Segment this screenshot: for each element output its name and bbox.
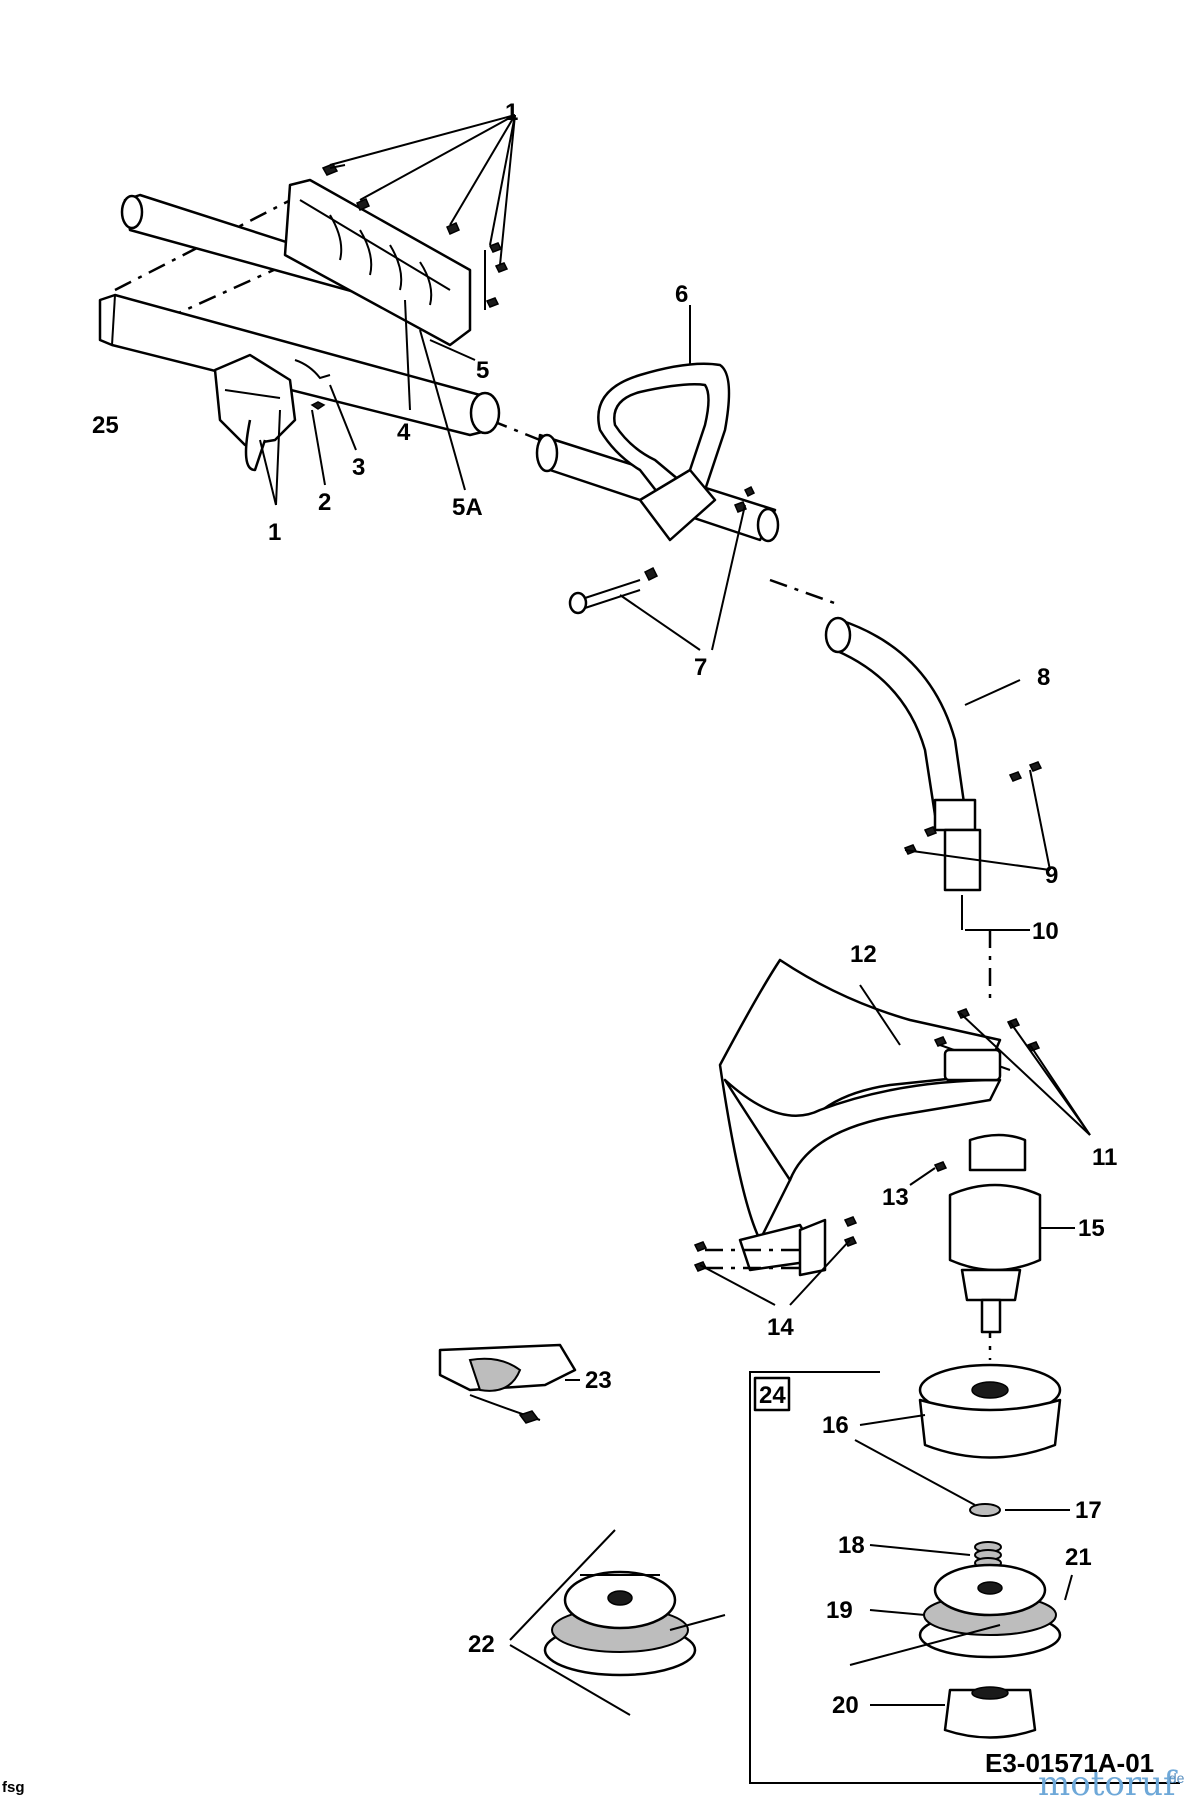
clamp-block [213,353,331,472]
guard-bracket [693,1216,858,1277]
callout-labels: 1 25 1 2 3 4 5 5A 6 7 8 9 10 12 11 13 15… [92,99,1117,1719]
callout-12: 12 [850,941,877,968]
shoulder-harness [438,1343,577,1424]
callout-10: 10 [1032,918,1059,945]
callout-22: 22 [468,1631,495,1658]
grass-guard [718,958,1011,1242]
corner-code: fsg [2,1779,25,1796]
callout-18: 18 [838,1532,865,1559]
callout-13: 13 [882,1184,909,1211]
callout-1-top: 1 [505,99,518,126]
callout-6: 6 [675,281,688,308]
callout-25: 25 [92,412,119,439]
callout-17: 17 [1075,1497,1102,1524]
spool-kit-box [749,1371,1180,1784]
callout-24: 24 [759,1382,786,1409]
screws-1 [321,163,509,310]
screws-11 [933,1008,1041,1052]
watermark-logo: motoruf .de [1038,1764,1185,1800]
engine-clamp-housing [283,178,472,347]
callout-1-bottom: 1 [268,519,281,546]
callout-8: 8 [1037,664,1050,691]
assist-handle [597,362,731,542]
lower-shaft-tube [98,293,501,437]
callout-23: 23 [585,1367,612,1394]
callout-11: 11 [1092,1144,1117,1171]
callout-2: 2 [318,489,331,516]
callout-21: 21 [1065,1544,1092,1571]
callout-4: 4 [397,419,411,446]
callout-3: 3 [352,454,365,481]
trimmer-head-parts [918,1363,1062,1739]
svg-text:motoruf: motoruf [1038,1764,1178,1800]
callout-20: 20 [832,1692,859,1719]
callout-9: 9 [1045,862,1058,889]
spare-spool-assembly [509,1529,726,1716]
curved-shaft [824,616,982,930]
callout-5a: 5A [452,494,483,521]
leader-lines [259,114,1091,1706]
callout-19: 19 [826,1597,853,1624]
svg-text:.de: .de [1165,1770,1185,1786]
callout-5: 5 [476,357,489,384]
callout-7: 7 [694,654,707,681]
callout-15: 15 [1078,1215,1105,1242]
callout-14: 14 [767,1314,794,1341]
handle-bolt [568,485,756,615]
callout-16: 16 [822,1412,849,1439]
gear-head [933,1133,1042,1334]
drawing-number: E3-01571A-01 [985,1748,1154,1778]
